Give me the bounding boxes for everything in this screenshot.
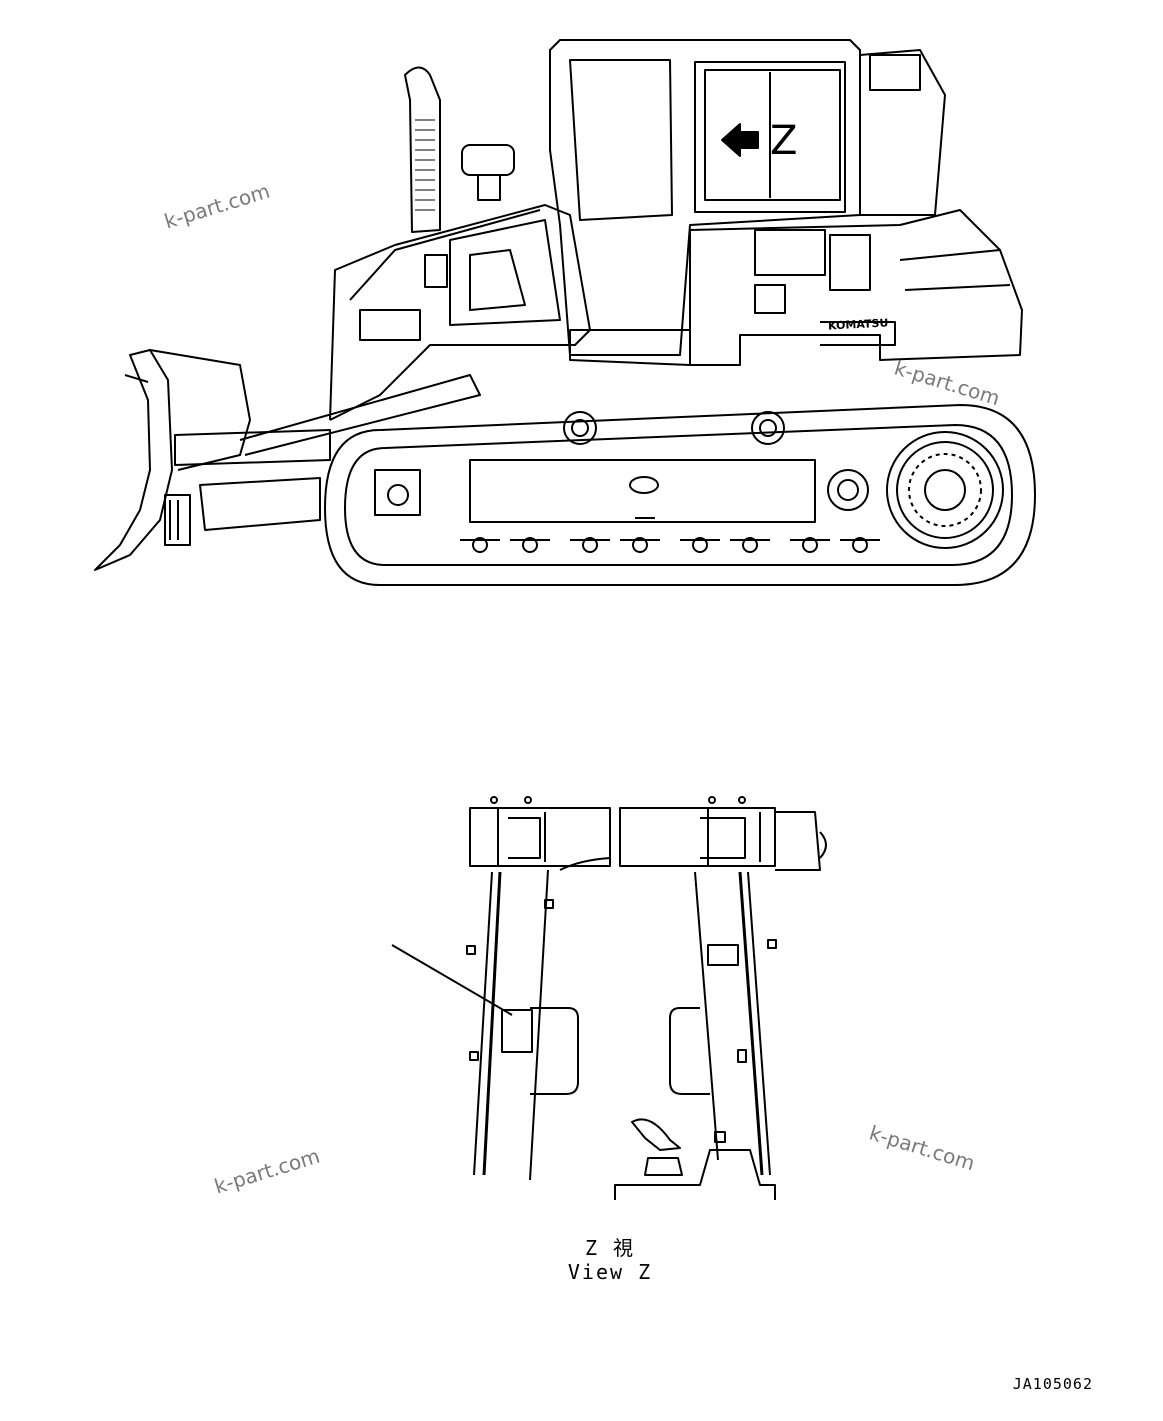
joystick [614, 1118, 776, 1200]
engine-hood [329, 204, 591, 421]
carrier-roller-front [563, 411, 597, 445]
track-rollers [460, 537, 880, 553]
left-top-block [469, 796, 611, 871]
sprocket [827, 431, 1004, 549]
precleaner [461, 144, 515, 201]
bulldozer-side-view [94, 39, 1036, 586]
track-outer [324, 404, 1036, 586]
front-idler [374, 469, 421, 516]
dozer-blade [94, 349, 251, 571]
left-pillar [466, 869, 554, 1181]
operator-cab [549, 39, 946, 356]
frame-cover [629, 476, 659, 494]
view-caption-en: View Z [567, 1260, 653, 1284]
view-arrow-label: Z [770, 118, 798, 164]
track-frame [469, 459, 816, 523]
view-z-drawing [391, 796, 827, 1200]
right-handrail [669, 1007, 710, 1095]
deck [569, 329, 691, 366]
rear-compartment [689, 209, 1023, 366]
decal-location [501, 1009, 533, 1053]
right-top-block [619, 796, 827, 871]
lift-frame [174, 374, 481, 531]
track-inner [344, 424, 1013, 566]
view-caption-jp: Z 視 [584, 1236, 636, 1260]
leader-line [391, 944, 513, 1016]
view-arrow [721, 123, 759, 157]
drawing-code: JA105062 [1012, 1375, 1093, 1393]
right-pillar [694, 871, 777, 1176]
carrier-roller-rear [751, 411, 785, 445]
left-handrail [530, 1007, 579, 1095]
exhaust-stack [404, 66, 441, 233]
